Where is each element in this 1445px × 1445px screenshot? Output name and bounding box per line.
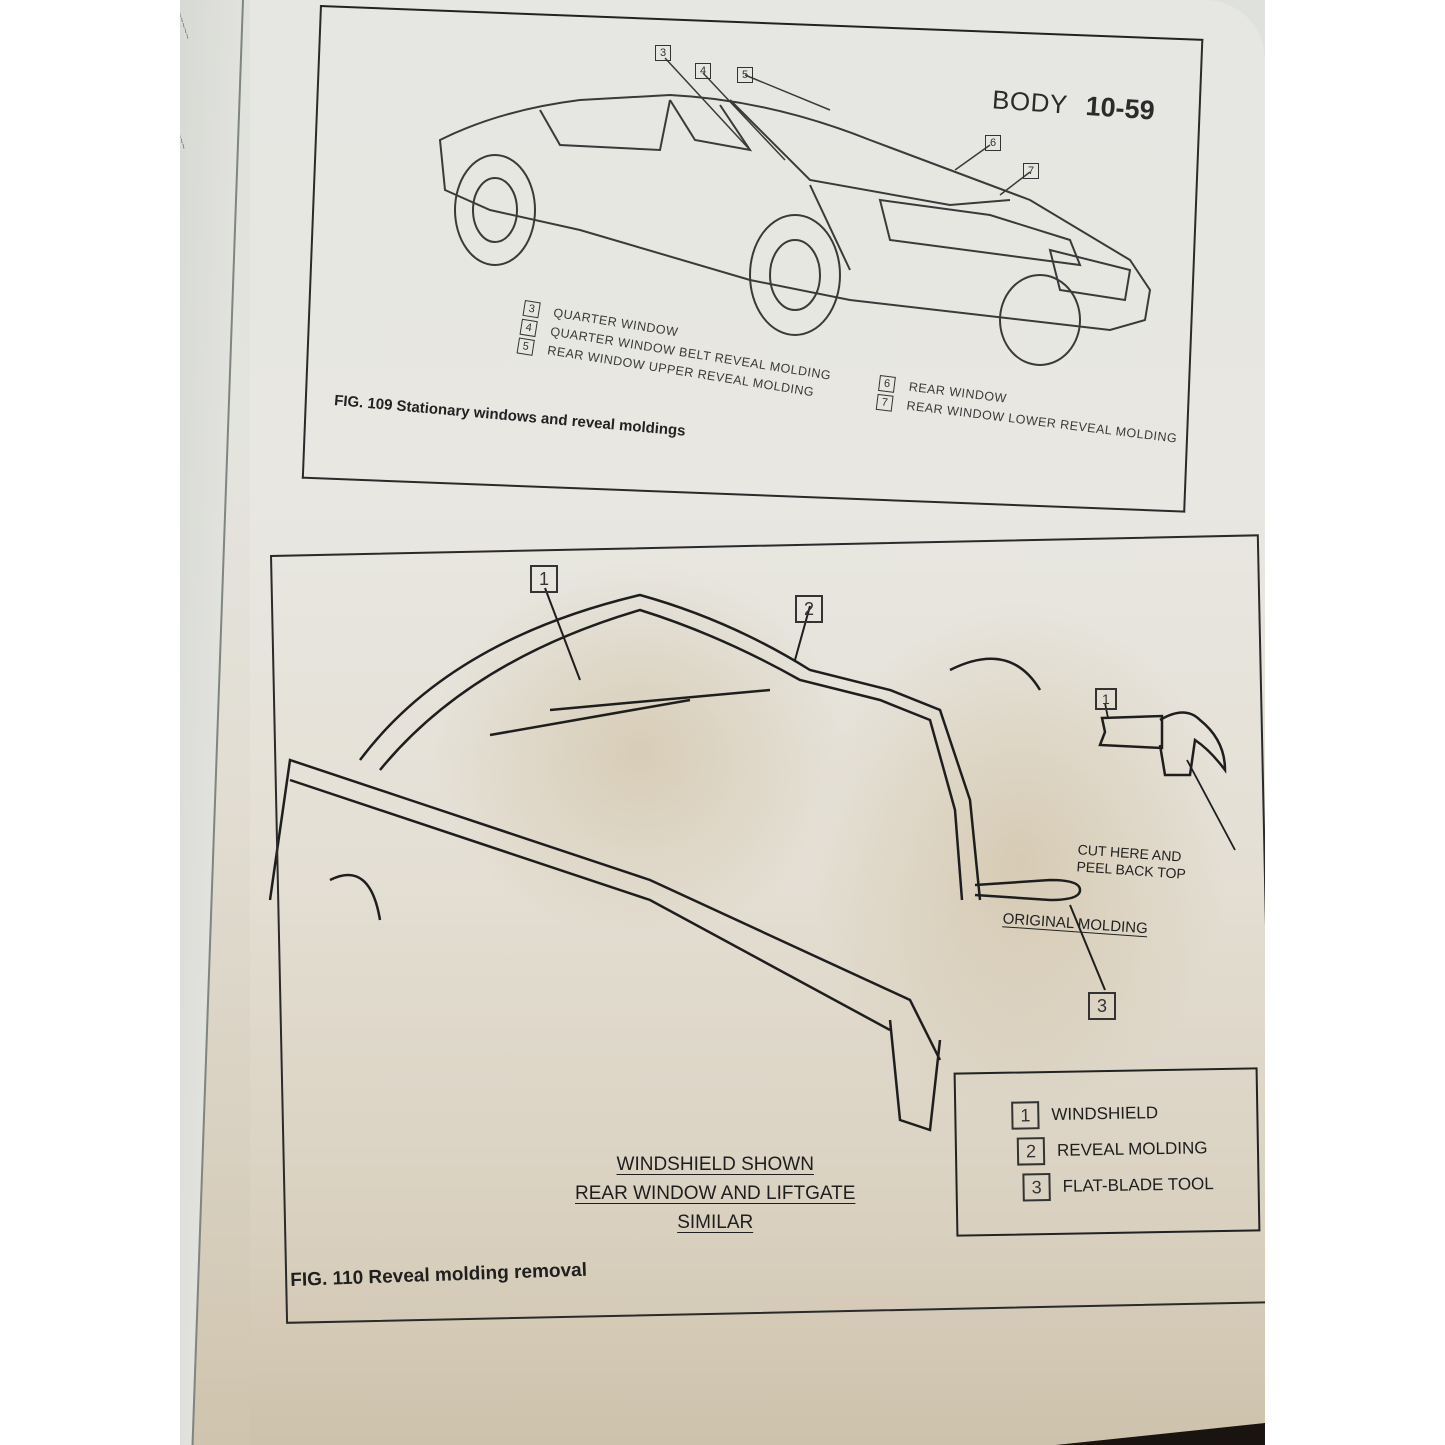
callout-6: 6: [985, 135, 1002, 151]
ghost-text: ~~~~~: [180, 10, 193, 42]
legend-label: WINDSHIELD: [1051, 1103, 1159, 1124]
legend-number: 3: [522, 300, 541, 319]
ghost-text: ~~~~~: [180, 120, 189, 152]
legend-number: 7: [875, 393, 894, 412]
callout-4: 4: [695, 63, 712, 79]
figure-110-legend: 1 WINDSHIELD 2 REVEAL MOLDING 3 FLAT-BLA…: [953, 1067, 1261, 1237]
legend-label: REVEAL MOLDING: [1056, 1138, 1208, 1160]
callout-5: 5: [737, 67, 754, 83]
legend-item: 2 REVEAL MOLDING: [1016, 1133, 1257, 1166]
callout-7: 7: [1023, 163, 1040, 179]
windshield-note: WINDSHIELD SHOWN REAR WINDOW AND LIFTGAT…: [575, 1150, 855, 1237]
note-line2: REAR WINDOW AND LIFTGATE: [575, 1183, 856, 1204]
legend-label: FLAT-BLADE TOOL: [1062, 1174, 1214, 1196]
legend-item: 1 WINDSHIELD: [1011, 1097, 1256, 1130]
callout-3: 3: [655, 45, 672, 61]
callout-3-tool: 3: [1088, 992, 1117, 1020]
car-illustration: [268, 57, 1236, 1132]
legend-number: 4: [519, 318, 538, 338]
original-molding-detail: CUT HERE AND PEEL BACK TOP ORIGINAL MOLD…: [1002, 841, 1188, 939]
legend-number: 1: [1011, 1101, 1040, 1130]
legend-number: 2: [1016, 1137, 1046, 1166]
previous-page-edge: ~~~~~ ~~~~~ ~~: [180, 0, 244, 1445]
note-line3: SIMILAR: [677, 1212, 754, 1233]
manual-page-photo: ~~~~~ ~~~~~ ~~ BODY 10-59: [180, 0, 1265, 1445]
legend-number: 3: [1022, 1172, 1051, 1202]
callout-1-windshield: 1: [530, 565, 559, 593]
callout-2-reveal-molding: 2: [795, 595, 824, 623]
legend-number: 6: [878, 375, 897, 393]
legend-number: 5: [516, 337, 535, 356]
note-line1: WINDSHIELD SHOWN: [616, 1154, 814, 1175]
manual-page: BODY 10-59: [250, 0, 1265, 1445]
callout-1-detail: 1: [1095, 688, 1117, 710]
legend-item: 3 FLAT-BLADE TOOL: [1022, 1169, 1257, 1202]
